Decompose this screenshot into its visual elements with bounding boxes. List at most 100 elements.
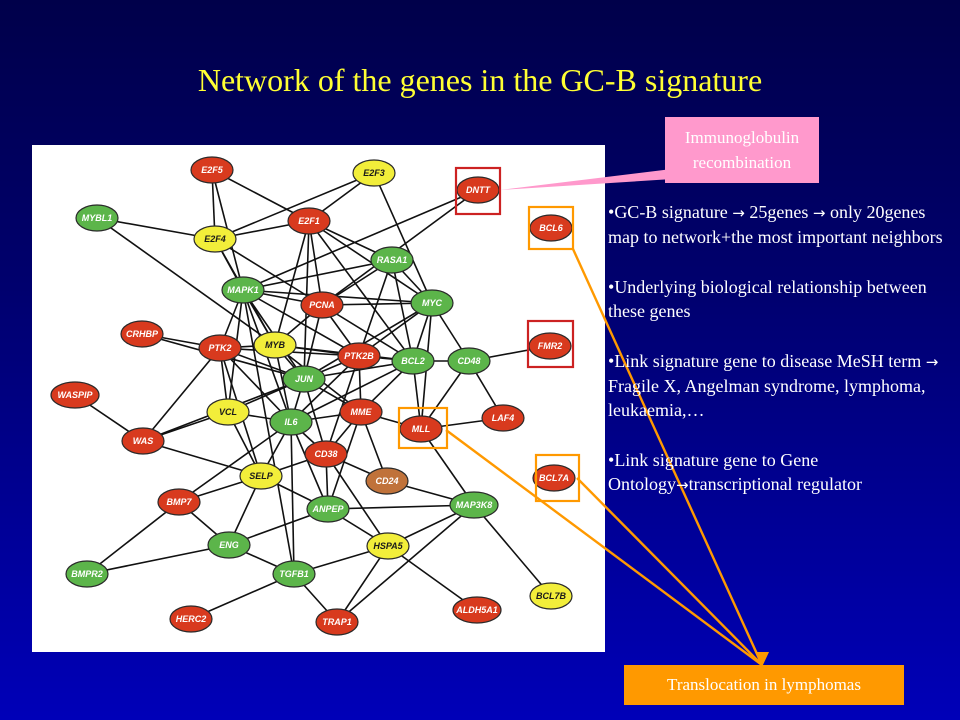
edge-cd38-hspa5 <box>325 453 389 547</box>
node-shape <box>120 320 164 348</box>
node-shape <box>269 408 313 436</box>
node-label: CD24 <box>375 476 398 486</box>
immunoglobulin-callout: Immunoglobulin recombination <box>665 117 819 183</box>
node-shape <box>410 289 454 317</box>
node-dntt: DNTT <box>456 176 500 204</box>
node-mybl1: MYBL1 <box>75 204 119 232</box>
node-shape <box>121 427 165 455</box>
node-shape <box>221 276 265 304</box>
node-shape <box>447 347 491 375</box>
highlight-dntt <box>454 166 502 216</box>
node-shape <box>352 159 396 187</box>
node-cd38: CD38 <box>304 440 348 468</box>
edge-mybl1-myb <box>96 217 276 346</box>
edge-il6-anpep <box>290 421 329 510</box>
node-label: WAS <box>133 436 154 446</box>
node-shape <box>300 291 344 319</box>
node-e2f5: E2F5 <box>190 156 234 184</box>
node-shape <box>65 560 109 588</box>
node-ptk2: PTK2 <box>198 334 242 362</box>
node-shape <box>370 246 414 274</box>
node-myc: MYC <box>410 289 454 317</box>
node-myb: MYB <box>253 331 297 359</box>
node-mme: MME <box>339 398 383 426</box>
node-label: MAPK1 <box>227 285 259 295</box>
node-cd48: CD48 <box>447 347 491 375</box>
node-trap1: TRAP1 <box>315 608 359 636</box>
node-label: ANPEP <box>311 504 344 514</box>
node-fmr2: FMR2 <box>528 332 572 360</box>
node-label: BCL2 <box>401 356 425 366</box>
node-map3k8: MAP3K8 <box>449 491 499 519</box>
slide-title: Network of the genes in the GC-B signatu… <box>197 62 763 98</box>
node-label: MAP3K8 <box>456 500 493 510</box>
translocation-callout: Translocation in lymphomas <box>624 665 904 705</box>
node-label: MYB <box>265 340 286 350</box>
edge-e2f1-bcl2 <box>308 220 414 362</box>
edge-eng-bmpr2 <box>86 544 230 575</box>
highlight-bcl6 <box>527 205 575 251</box>
node-shape <box>287 207 331 235</box>
node-laf4: LAF4 <box>481 404 525 432</box>
arrow-right-icon: → <box>732 204 745 222</box>
node-e2f4: E2F4 <box>193 225 237 253</box>
node-rasa1: RASA1 <box>370 246 414 274</box>
node-shape <box>193 225 237 253</box>
node-label: BCL6 <box>539 223 563 233</box>
node-bmp7: BMP7 <box>157 488 201 516</box>
node-label: CD38 <box>314 449 337 459</box>
node-label: CRHBP <box>126 329 159 339</box>
node-vcl: VCL <box>206 398 250 426</box>
node-shape <box>75 204 119 232</box>
edge-ptk2-il6 <box>219 347 292 423</box>
node-shape <box>365 467 409 495</box>
node-shape <box>366 532 410 560</box>
node-label: MLL <box>412 424 431 434</box>
node-shape <box>306 495 350 523</box>
node-label: E2F1 <box>298 216 320 226</box>
node-label: HSPA5 <box>373 541 403 551</box>
node-shape <box>169 605 213 633</box>
node-waspip: WASPIP <box>50 381 100 409</box>
node-bcl6: BCL6 <box>529 214 573 242</box>
node-label: RASA1 <box>377 255 408 265</box>
node-cd24: CD24 <box>365 467 409 495</box>
node-label: E2F3 <box>363 168 385 178</box>
node-shape <box>239 462 283 490</box>
node-label: IL6 <box>284 417 298 427</box>
node-label: ENG <box>219 540 239 550</box>
node-label: PTK2 <box>208 343 231 353</box>
node-bcl2: BCL2 <box>391 347 435 375</box>
node-shape <box>190 156 234 184</box>
node-shape <box>157 488 201 516</box>
node-label: HERC2 <box>176 614 207 624</box>
node-e2f3: E2F3 <box>352 159 396 187</box>
edge-bmpr2-bmp7 <box>86 501 180 575</box>
node-label: SELP <box>249 471 274 481</box>
bullet-item: •Link signature gene to disease MeSH ter… <box>608 351 939 420</box>
edge-e2f3-e2f4 <box>214 172 375 240</box>
edge-e2f3-myc <box>373 172 433 304</box>
node-shape <box>207 531 251 559</box>
node-shape <box>337 342 381 370</box>
edge-hspa5-trap1 <box>336 545 389 623</box>
edge-dntt-mapk1 <box>242 189 479 291</box>
highlight-mll <box>397 406 449 450</box>
bullet-item: •GC-B signature → 25genes → only 20genes… <box>608 202 943 247</box>
node-label: BCL7B <box>536 591 567 601</box>
node-tgfb1: TGFB1 <box>272 560 316 588</box>
edge-myc-jun <box>303 302 433 380</box>
node-bcl7a: BCL7A <box>532 464 576 492</box>
node-anpep: ANPEP <box>306 495 350 523</box>
node-label: PCNA <box>309 300 335 310</box>
node-eng: ENG <box>207 531 251 559</box>
node-jun: JUN <box>282 365 326 393</box>
node-label: DNTT <box>466 185 491 195</box>
node-was: WAS <box>121 427 165 455</box>
node-shape <box>50 381 100 409</box>
node-label: MME <box>351 407 373 417</box>
node-mapk1: MAPK1 <box>221 276 265 304</box>
